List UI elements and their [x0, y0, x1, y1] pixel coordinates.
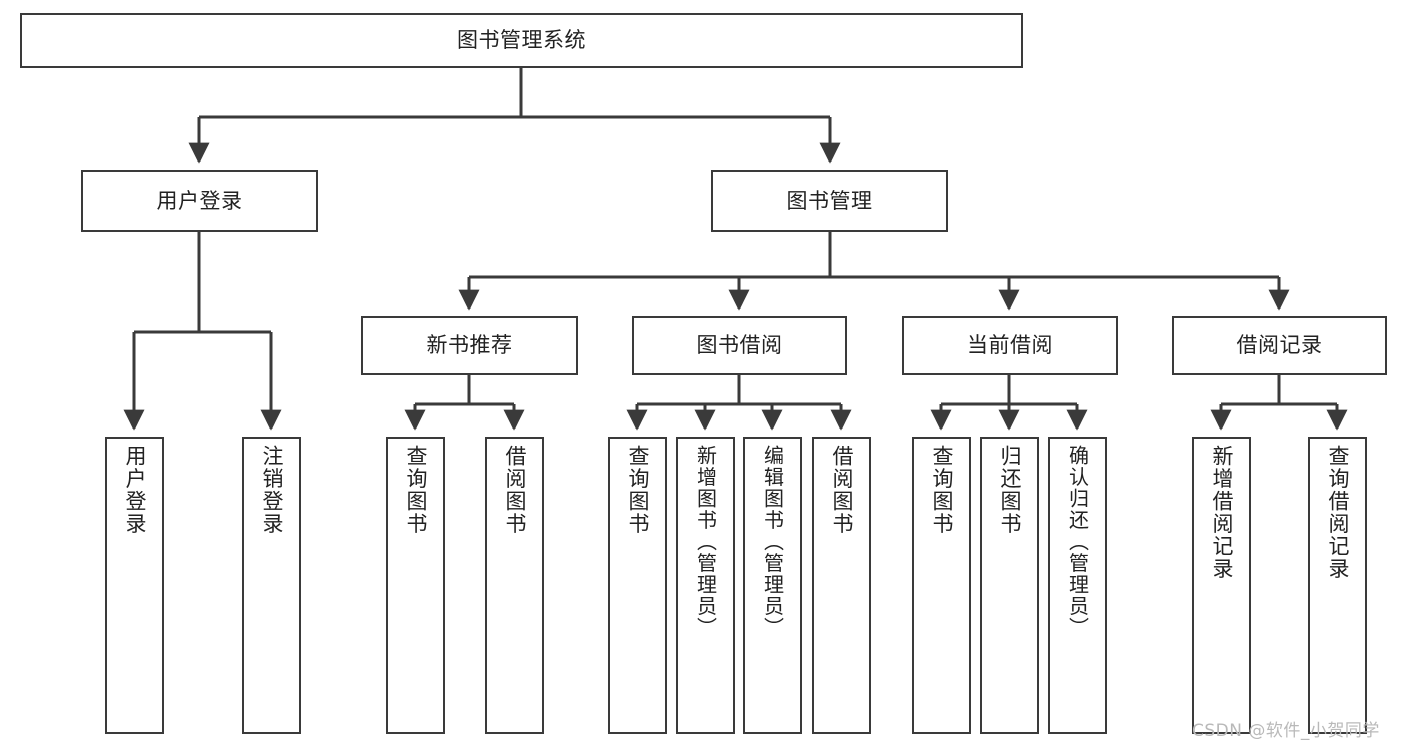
node-label: 借阅记录 — [1236, 333, 1323, 358]
leaf-query-book-2[interactable]: 查询图书 — [608, 437, 667, 734]
node-label: 查询借阅记录 — [1326, 445, 1350, 580]
node-label: 查询图书 — [930, 445, 954, 535]
node-label: 图书管理 — [786, 188, 873, 213]
node-label: 借阅图书 — [830, 445, 854, 535]
leaf-add-borrow-record[interactable]: 新增借阅记录 — [1192, 437, 1251, 734]
node-label: 用户登录 — [156, 188, 243, 213]
node-user-login[interactable]: 用户登录 — [81, 170, 318, 232]
leaf-borrow-book-2[interactable]: 借阅图书 — [812, 437, 871, 734]
leaf-confirm-return[interactable]: 确认归还（管理员） — [1048, 437, 1107, 734]
node-book-borrow[interactable]: 图书借阅 — [632, 316, 847, 375]
node-label: 注销登录 — [260, 445, 284, 535]
csdn-watermark: CSDN @软件_小贺同学 — [1192, 721, 1380, 741]
node-root-system[interactable]: 图书管理系统 — [20, 13, 1023, 68]
leaf-borrow-book-1[interactable]: 借阅图书 — [485, 437, 544, 734]
node-label: 查询图书 — [626, 445, 650, 535]
leaf-logout-login[interactable]: 注销登录 — [242, 437, 301, 734]
node-new-book-recommend[interactable]: 新书推荐 — [361, 316, 578, 375]
node-label: 确认归还（管理员） — [1065, 445, 1090, 639]
node-label: 图书借阅 — [696, 333, 783, 358]
leaf-user-login[interactable]: 用户登录 — [105, 437, 164, 734]
node-label: 借阅图书 — [503, 445, 527, 535]
node-book-management[interactable]: 图书管理 — [711, 170, 948, 232]
leaf-add-book[interactable]: 新增图书（管理员） — [676, 437, 735, 734]
node-label: 查询图书 — [404, 445, 428, 535]
node-label: 用户登录 — [123, 445, 147, 535]
node-label: 新书推荐 — [426, 333, 513, 358]
node-borrow-record[interactable]: 借阅记录 — [1172, 316, 1387, 375]
node-current-borrow[interactable]: 当前借阅 — [902, 316, 1118, 375]
node-label: 归还图书 — [998, 445, 1022, 535]
leaf-edit-book[interactable]: 编辑图书（管理员） — [743, 437, 802, 734]
node-label: 编辑图书（管理员） — [760, 445, 785, 639]
node-label: 新增图书（管理员） — [693, 445, 718, 639]
node-label: 新增借阅记录 — [1210, 445, 1234, 580]
node-label: 图书管理系统 — [457, 28, 586, 53]
leaf-return-book[interactable]: 归还图书 — [980, 437, 1039, 734]
node-label: 当前借阅 — [967, 333, 1053, 358]
leaf-query-book-1[interactable]: 查询图书 — [386, 437, 445, 734]
leaf-query-book-3[interactable]: 查询图书 — [912, 437, 971, 734]
leaf-query-borrow-record[interactable]: 查询借阅记录 — [1308, 437, 1367, 734]
